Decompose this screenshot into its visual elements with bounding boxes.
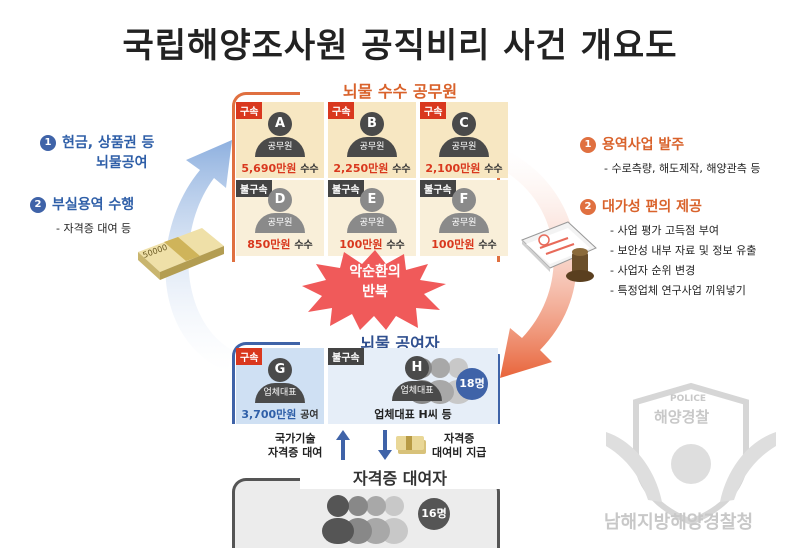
right-item2-note-4: - 특정업체 연구사업 끼워넣기 [610,284,746,297]
status-badge: 불구속 [236,180,272,197]
amount-unit: 수수 [392,164,411,175]
official-e: 불구속 E 공무원 100만원 수수 [328,180,416,256]
status-badge: 구속 [420,102,447,119]
person-letter: C [452,112,476,136]
person-role: 업체대표 [255,383,305,403]
amount-unit: 수수 [478,240,497,251]
person-icon: B 공무원 [347,112,397,157]
right-item1-title: 용역사업 발주 [602,137,685,153]
up-label-1: 국가기술 [274,432,316,445]
person-icon: D 공무원 [255,188,305,233]
amount-value: 2,100만원 [425,162,481,175]
person-icon: E 공무원 [347,188,397,233]
arrow-up-icon [336,430,350,460]
person-letter: D [268,188,292,212]
status-badge: 불구속 [328,180,364,197]
person-letter: B [360,112,384,136]
person-icon: A 공무원 [255,112,305,157]
left-item1-line1: 현금, 상품권 등 [62,135,155,151]
right-item2-note-2: - 보안성 내부 자료 및 정보 유출 [610,244,757,257]
left-item1-line2: 뇌물공여 [96,155,148,171]
person-role: 공무원 [255,137,305,157]
right-item2-note-3: - 사업자 순위 변경 [610,264,696,277]
watermark-police: POLICE [670,394,707,404]
person-letter: H [405,356,429,380]
count-badge: 18명 [456,368,488,400]
person-letter: F [452,188,476,212]
vicious-cycle-line1: 악순환의 [349,264,401,280]
status-badge: 불구속 [328,348,364,365]
status-badge: 불구속 [420,180,456,197]
person-letter: E [360,188,384,212]
status-badge: 구속 [236,348,263,365]
step-number: 2 [30,197,46,213]
lenders-header: 자격증 대여자 [300,465,500,489]
starburst-icon [302,250,446,330]
person-icon: F 공무원 [439,188,489,233]
amount-unit: 공여 [300,410,319,421]
person-letter: G [268,358,292,382]
right-item2-note-1: - 사업 평가 고득점 부여 [610,224,720,237]
amount-value: 3,700만원 [241,408,297,421]
left-item2-line1: 부실용역 수행 [52,197,135,213]
person-role: 공무원 [439,137,489,157]
person-icon: G 업체대표 [255,358,305,403]
step-number: 2 [580,199,596,215]
giver-h-caption: 업체대표 H씨 등 [374,408,452,421]
down-label-2: 대여비 지급 [432,446,487,459]
amount-value: 100만원 [339,238,383,251]
official-b: 구속 B 공무원 2,250만원 수수 [328,102,416,178]
count-badge: 16명 [418,498,450,530]
person-role: 공무원 [439,213,489,233]
left-item2-note: - 자격증 대여 등 [56,222,132,235]
page-title: 국립해양조사원 공직비리 사건 개요도 [122,26,678,66]
watermark-name: 해양경찰 [654,408,710,426]
amount-value: 2,250만원 [333,162,389,175]
up-label-2: 자격증 대여 [268,446,323,459]
amount-unit: 수수 [294,240,313,251]
arrow-down-icon [378,430,392,460]
watermark-agency: 남해지방해양경찰청 [604,512,754,533]
official-c: 구속 C 공무원 2,100만원 수수 [420,102,508,178]
receivers-header: 뇌물 수수 공무원 [300,78,500,102]
left-up-arrow [165,140,232,372]
document-stamp-icon [521,221,597,282]
group-people-icon [322,495,408,544]
status-badge: 구속 [236,102,263,119]
down-label-1: 자격증 [444,432,475,445]
person-icon: C 공무원 [439,112,489,157]
money-stack-icon: 50000 [138,228,224,280]
amount-unit: 수수 [484,164,503,175]
person-icon: H 업체대표 [392,356,442,401]
amount-unit: 수수 [300,164,319,175]
step-number: 1 [580,137,596,153]
amount-value: 850만원 [247,238,291,251]
official-d: 불구속 D 공무원 850만원 수수 [236,180,324,256]
person-letter: A [268,112,292,136]
person-role: 공무원 [347,213,397,233]
amount-unit: 수수 [386,240,405,251]
amount-value: 100만원 [431,238,475,251]
police-emblem-icon [606,382,776,526]
right-down-arrow [500,150,577,378]
person-role: 업체대표 [392,381,442,401]
right-item1-note: - 수로측량, 해도제작, 해양관측 등 [604,162,761,175]
step-number: 1 [40,135,56,151]
vicious-cycle-line2: 반복 [362,284,388,300]
giver-h: 불구속 H 업체대표 18명 업체대표 H씨 등 [328,348,498,424]
official-a: 구속 A 공무원 5,690만원 수수 [236,102,324,178]
person-role: 공무원 [255,213,305,233]
cash-bundle-icon [396,436,426,454]
official-f: 불구속 F 공무원 100만원 수수 [420,180,508,256]
giver-g: 구속 G 업체대표 3,700만원 공여 [236,348,324,424]
amount-value: 5,690만원 [241,162,297,175]
status-badge: 구속 [328,102,355,119]
right-item2-title: 대가성 편의 제공 [602,199,702,215]
person-role: 공무원 [347,137,397,157]
